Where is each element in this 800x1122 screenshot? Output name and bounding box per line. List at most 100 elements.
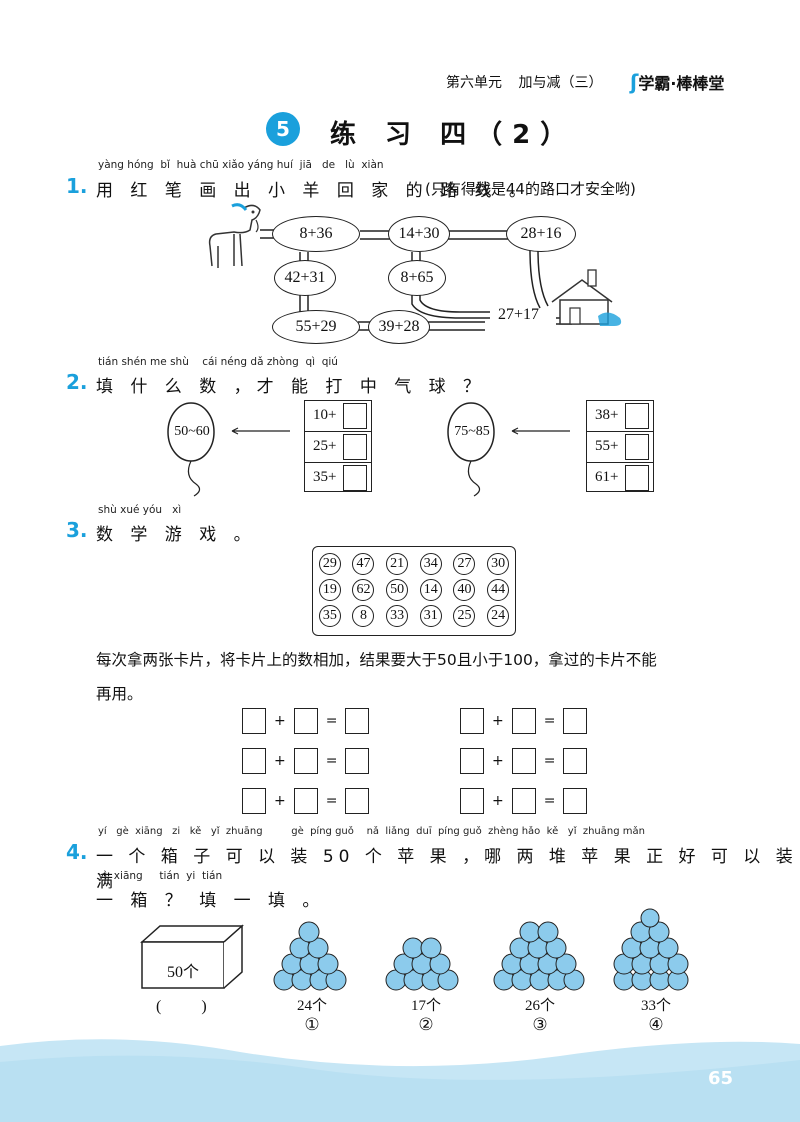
number-card[interactable]: 24 xyxy=(487,605,510,627)
answer-box[interactable] xyxy=(343,465,367,491)
number-card[interactable]: 29 xyxy=(318,553,341,575)
sum-box[interactable] xyxy=(563,708,588,734)
number-card[interactable]: 47 xyxy=(352,553,375,575)
number-card[interactable]: 21 xyxy=(386,553,409,575)
answer-paren[interactable]: ( ) xyxy=(156,998,207,1015)
answer-box[interactable] xyxy=(343,403,367,429)
left-target-row: 35+ xyxy=(305,463,371,491)
sum-box[interactable] xyxy=(345,748,370,774)
left-target-label: 25+ xyxy=(313,438,337,454)
number-card[interactable]: 40 xyxy=(453,579,476,601)
number-card[interactable]: 62 xyxy=(352,579,375,601)
maze: 8+36 14+30 28+16 42+31 8+65 55+29 39+28 … xyxy=(200,200,620,350)
answer-box[interactable] xyxy=(625,434,649,460)
left-target-label: 10+ xyxy=(313,407,337,423)
expr-8-65[interactable]: 8+65 xyxy=(388,260,446,296)
pile-option[interactable]: 26个 ③ xyxy=(518,994,562,1035)
number-card[interactable]: 50 xyxy=(386,579,409,601)
left-target-box: 10+ 25+ 35+ xyxy=(304,400,372,492)
expr-14-30[interactable]: 14+30 xyxy=(388,216,450,252)
q4-pinyin-1: yí gè xiāng zi kě yǐ zhuāng gè píng guǒ … xyxy=(98,826,645,837)
card-grid: 29 47 21 34 27 30 19 62 50 14 40 44 35 8… xyxy=(312,546,516,636)
addend-box[interactable] xyxy=(242,788,266,814)
answer-box[interactable] xyxy=(625,465,649,491)
expr-8-36[interactable]: 8+36 xyxy=(272,216,360,252)
addend-box[interactable] xyxy=(511,708,536,734)
pile-option[interactable]: 24个 ① xyxy=(290,994,334,1035)
expr-39-28[interactable]: 39+28 xyxy=(368,310,430,344)
left-target-row: 10+ xyxy=(305,401,371,432)
addend-box[interactable] xyxy=(242,708,266,734)
pile-label: ② xyxy=(418,1015,434,1034)
box-icon xyxy=(140,924,244,989)
unit-label: 第六单元 加与减（三） xyxy=(446,72,602,92)
page-number: 65 xyxy=(708,1068,734,1089)
number-card[interactable]: 8 xyxy=(352,605,375,627)
sum-box[interactable] xyxy=(345,788,370,814)
pile-label: ① xyxy=(304,1015,320,1034)
pile-label: ③ xyxy=(532,1015,548,1034)
q2-number: 2. xyxy=(66,370,88,394)
q3-pinyin: shù xué yóu xì xyxy=(98,504,182,516)
house-icon xyxy=(551,269,622,326)
expr-27-17[interactable]: 27+17 xyxy=(498,306,540,323)
plus-sign: + xyxy=(274,753,286,769)
right-target-label: 55+ xyxy=(595,438,619,454)
right-target-box: 38+ 55+ 61+ xyxy=(586,400,654,492)
equation-row: + = xyxy=(460,788,588,814)
sum-box[interactable] xyxy=(563,788,588,814)
equals-sign: = xyxy=(543,753,556,769)
addend-box[interactable] xyxy=(511,748,536,774)
sum-box[interactable] xyxy=(563,748,588,774)
brand-text: 学霸·棒棒堂 xyxy=(638,74,725,93)
q3-question: 数 学 游 戏 。 xyxy=(96,525,257,545)
number-card[interactable]: 30 xyxy=(487,553,510,575)
left-target-row: 25+ xyxy=(305,432,371,463)
equals-sign: = xyxy=(325,753,338,769)
addend-box[interactable] xyxy=(460,748,484,774)
sum-box[interactable] xyxy=(345,708,370,734)
addend-box[interactable] xyxy=(293,748,318,774)
addend-box[interactable] xyxy=(242,748,266,774)
plus-sign: + xyxy=(492,753,504,769)
answer-box[interactable] xyxy=(625,403,649,429)
unit-text: 第六单元 xyxy=(446,75,502,91)
expr-28-16[interactable]: 28+16 xyxy=(506,216,576,252)
pile-option[interactable]: 17个 ② xyxy=(404,994,448,1035)
equation-row: + = xyxy=(242,708,370,734)
q4-question-1: 一 个 箱 子 可 以 装 50 个 苹 果 ，哪 两 堆 苹 果 正 好 可 … xyxy=(96,847,798,892)
number-card[interactable]: 33 xyxy=(386,605,409,627)
balloon-icon xyxy=(447,402,495,497)
number-card[interactable]: 19 xyxy=(318,579,341,601)
expr-42-31[interactable]: 42+31 xyxy=(274,260,336,296)
addend-box[interactable] xyxy=(293,788,318,814)
q1-question: 用 红 笔 画 出 小 羊 回 家 的 路 线 。 xyxy=(96,181,532,201)
card-row: 19 62 50 14 40 44 xyxy=(313,579,515,601)
number-card[interactable]: 44 xyxy=(487,579,510,601)
pile-option[interactable]: 33个 ④ xyxy=(634,994,678,1035)
number-card[interactable]: 27 xyxy=(453,553,476,575)
footer-wave xyxy=(0,1039,800,1122)
number-card[interactable]: 25 xyxy=(453,605,476,627)
number-card[interactable]: 14 xyxy=(419,579,442,601)
addend-box[interactable] xyxy=(460,708,484,734)
number-card[interactable]: 34 xyxy=(419,553,442,575)
q4-question-2: 一 箱 ？ 填 一 填 。 xyxy=(96,891,326,911)
addend-box[interactable] xyxy=(293,708,318,734)
pile-count: 26个 xyxy=(524,998,555,1014)
expr-55-29[interactable]: 55+29 xyxy=(272,310,360,344)
equation-row: + = xyxy=(242,788,370,814)
addend-box[interactable] xyxy=(511,788,536,814)
q2-pinyin: tián shén me shù cái néng dǎ zhòng qì qi… xyxy=(98,356,338,368)
right-target-label: 38+ xyxy=(595,407,619,423)
addend-box[interactable] xyxy=(460,788,484,814)
apple-pile-icon xyxy=(493,921,585,991)
q3-instruction-1: 每次拿两张卡片，将卡片上的数相加，结果要大于50且小于100，拿过的卡片不能 xyxy=(96,651,657,669)
answer-box[interactable] xyxy=(343,434,367,460)
q1-pinyin: yàng hóng bǐ huà chū xiǎo yáng huí jiā d… xyxy=(98,159,384,171)
number-card[interactable]: 35 xyxy=(318,605,341,627)
number-card[interactable]: 31 xyxy=(419,605,442,627)
plus-sign: + xyxy=(492,713,504,729)
brand-logo: ʃ学霸·棒棒堂 xyxy=(630,70,724,94)
right-target-row: 61+ xyxy=(587,463,653,491)
